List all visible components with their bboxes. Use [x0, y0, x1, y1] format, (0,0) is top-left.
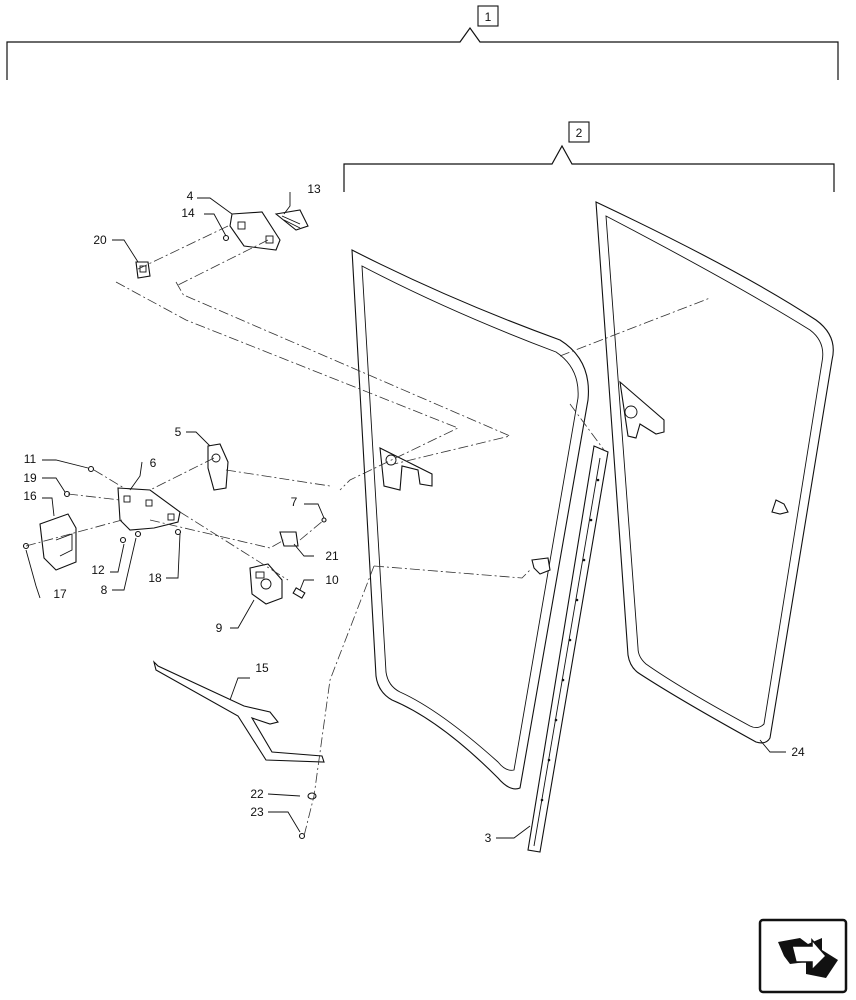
- part-10-pin: [292, 587, 306, 599]
- door-frame-front: [351, 249, 589, 790]
- part-11-screw: [87, 465, 95, 473]
- callout-15[interactable]: 15: [255, 661, 269, 675]
- callout-11[interactable]: 11: [24, 452, 37, 466]
- assembly-1-bracket: 1: [6, 5, 839, 80]
- next-page-arrow-icon[interactable]: [758, 918, 848, 994]
- part-6-latch-bracket: [117, 487, 181, 531]
- callout-20[interactable]: 20: [93, 233, 107, 247]
- part-8-screw: [134, 530, 142, 538]
- part-24-door-frame-rear: [595, 201, 834, 744]
- callout-17[interactable]: 17: [53, 587, 67, 601]
- callout-12[interactable]: 12: [91, 563, 105, 577]
- part-3-seal-strip: [527, 445, 609, 853]
- part-20-plate: [135, 261, 151, 279]
- callout-10[interactable]: 10: [325, 573, 339, 587]
- callout-18[interactable]: 18: [148, 571, 162, 585]
- callout-labels: 4 14 13 20 5 6 11 19 16 7 21 12 18 10 8 …: [23, 182, 805, 845]
- callout-13[interactable]: 13: [307, 182, 321, 196]
- part-13-bracket-plate: [274, 209, 309, 231]
- fasteners: [22, 234, 327, 840]
- part-16-cover-block: [39, 513, 77, 571]
- part-9-latch: [249, 563, 283, 605]
- callout-6[interactable]: 6: [150, 456, 157, 470]
- callout-3[interactable]: 3: [485, 831, 492, 845]
- leader-lines: [25, 192, 786, 839]
- part-5-hinge-plate: [207, 443, 229, 491]
- callout-21[interactable]: 21: [325, 549, 339, 563]
- part-14-screw: [222, 234, 230, 242]
- callout-7[interactable]: 7: [291, 495, 298, 509]
- callout-5[interactable]: 5: [175, 425, 182, 439]
- callout-14[interactable]: 14: [181, 206, 195, 220]
- callout-9[interactable]: 9: [216, 621, 223, 635]
- callout-23[interactable]: 23: [250, 805, 264, 819]
- part-18-screw: [174, 528, 182, 536]
- callout-16[interactable]: 16: [23, 489, 37, 503]
- callout-22[interactable]: 22: [250, 787, 264, 801]
- callout-19[interactable]: 19: [23, 471, 37, 485]
- part-21-washer-plate: [279, 531, 299, 547]
- callout-24[interactable]: 24: [791, 745, 805, 759]
- assembly-centerlines: [25, 225, 711, 837]
- assembly-1-label[interactable]: 1: [485, 10, 492, 24]
- callout-8[interactable]: 8: [101, 583, 108, 597]
- part-12-screw: [119, 536, 127, 544]
- assembly-2-label[interactable]: 2: [576, 126, 583, 140]
- part-15-handle-rod: [152, 660, 325, 763]
- part-4-hinge-block: [229, 211, 281, 251]
- part-22-washer: [307, 792, 317, 800]
- assembly-2-bracket: 2: [343, 121, 835, 192]
- callout-4[interactable]: 4: [187, 189, 194, 203]
- part-23-nut: [298, 832, 306, 840]
